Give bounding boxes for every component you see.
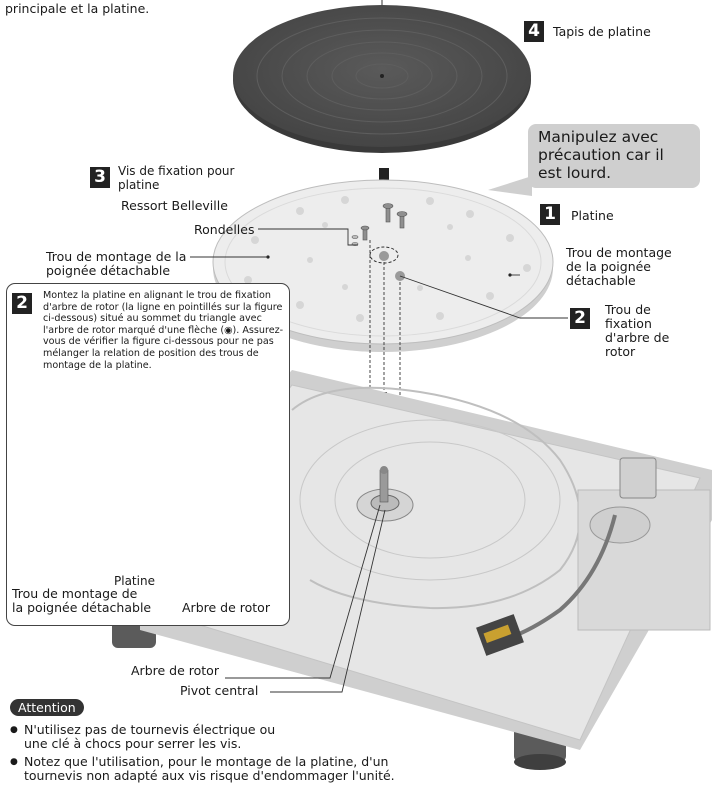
part-number-platter: 1 xyxy=(540,204,560,225)
attention-badge: Attention xyxy=(10,699,84,716)
info-box-text: Montez la platine en alignant le trou de… xyxy=(43,290,284,371)
label-handle-hole-right: Trou de montage de la poignée détachable xyxy=(566,245,672,288)
caution-callout: Manipulez avec précaution car il est lou… xyxy=(528,124,700,188)
part-label-platter: Platine xyxy=(571,208,614,223)
label-rotor-shaft: Arbre de rotor xyxy=(131,663,219,678)
part-label-screws: Vis de fixation pour platine xyxy=(118,164,235,192)
attention-notes: N'utilisez pas de tournevis électrique o… xyxy=(10,723,430,787)
part-label-washers: Rondelles xyxy=(194,222,255,237)
platter-mat xyxy=(233,5,531,153)
info-box-number: 2 xyxy=(12,293,32,314)
inset-platter-label: Platine xyxy=(114,574,155,588)
header-fragment: principale et la platine. xyxy=(5,1,150,16)
part-label-spring: Ressort Belleville xyxy=(121,198,228,213)
attention-note: N'utilisez pas de tournevis électrique o… xyxy=(10,723,430,751)
part-number-rotor-hole: 2 xyxy=(570,308,590,329)
platter xyxy=(212,179,554,352)
inset-rotor-label: Arbre de rotor xyxy=(182,600,270,615)
part-label-mat: Tapis de platine xyxy=(553,24,651,39)
info-box xyxy=(6,283,290,626)
label-center-pivot: Pivot central xyxy=(180,683,259,698)
part-number-screws: 3 xyxy=(90,167,110,188)
label-handle-hole-left: Trou de montage de la poignée détachable xyxy=(46,249,187,278)
callout-text: Manipulez avec précaution car il est lou… xyxy=(538,128,664,182)
attention-note: Notez que l'utilisation, pour le montage… xyxy=(10,755,430,783)
part-number-mat: 4 xyxy=(524,21,544,42)
part-label-rotor-hole: Trou de fixation d'arbre de rotor xyxy=(605,302,670,359)
callout-tail xyxy=(488,176,532,196)
inset-handle-hole-label: Trou de montage de la poignée détachable xyxy=(12,586,152,615)
